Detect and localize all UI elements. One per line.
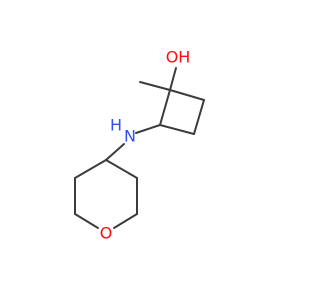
bond-n-cring <box>105 143 125 161</box>
bond-c3-c4 <box>159 124 195 135</box>
molecule-structure-diagram: OH N H O <box>74 48 205 243</box>
bond-c4-n <box>135 124 161 134</box>
bond-c1-oh <box>169 67 177 91</box>
amine-nitrogen-label: N <box>124 127 136 146</box>
bond-c1-c2 <box>169 89 205 101</box>
bond-oxane-c4-c3 <box>74 159 107 179</box>
bond-oxane-c5-c4 <box>105 159 138 179</box>
bond-oxane-o-c6 <box>113 213 138 229</box>
bond-c2-c3 <box>193 99 205 135</box>
bond-c4-c1 <box>159 89 171 126</box>
bond-oxane-c2-o <box>74 213 99 229</box>
bond-c1-ch3 <box>139 81 171 91</box>
ring-oxygen-label: O <box>100 224 113 243</box>
amine-hydrogen-label: H <box>110 116 122 135</box>
hydroxyl-label: OH <box>166 48 191 67</box>
